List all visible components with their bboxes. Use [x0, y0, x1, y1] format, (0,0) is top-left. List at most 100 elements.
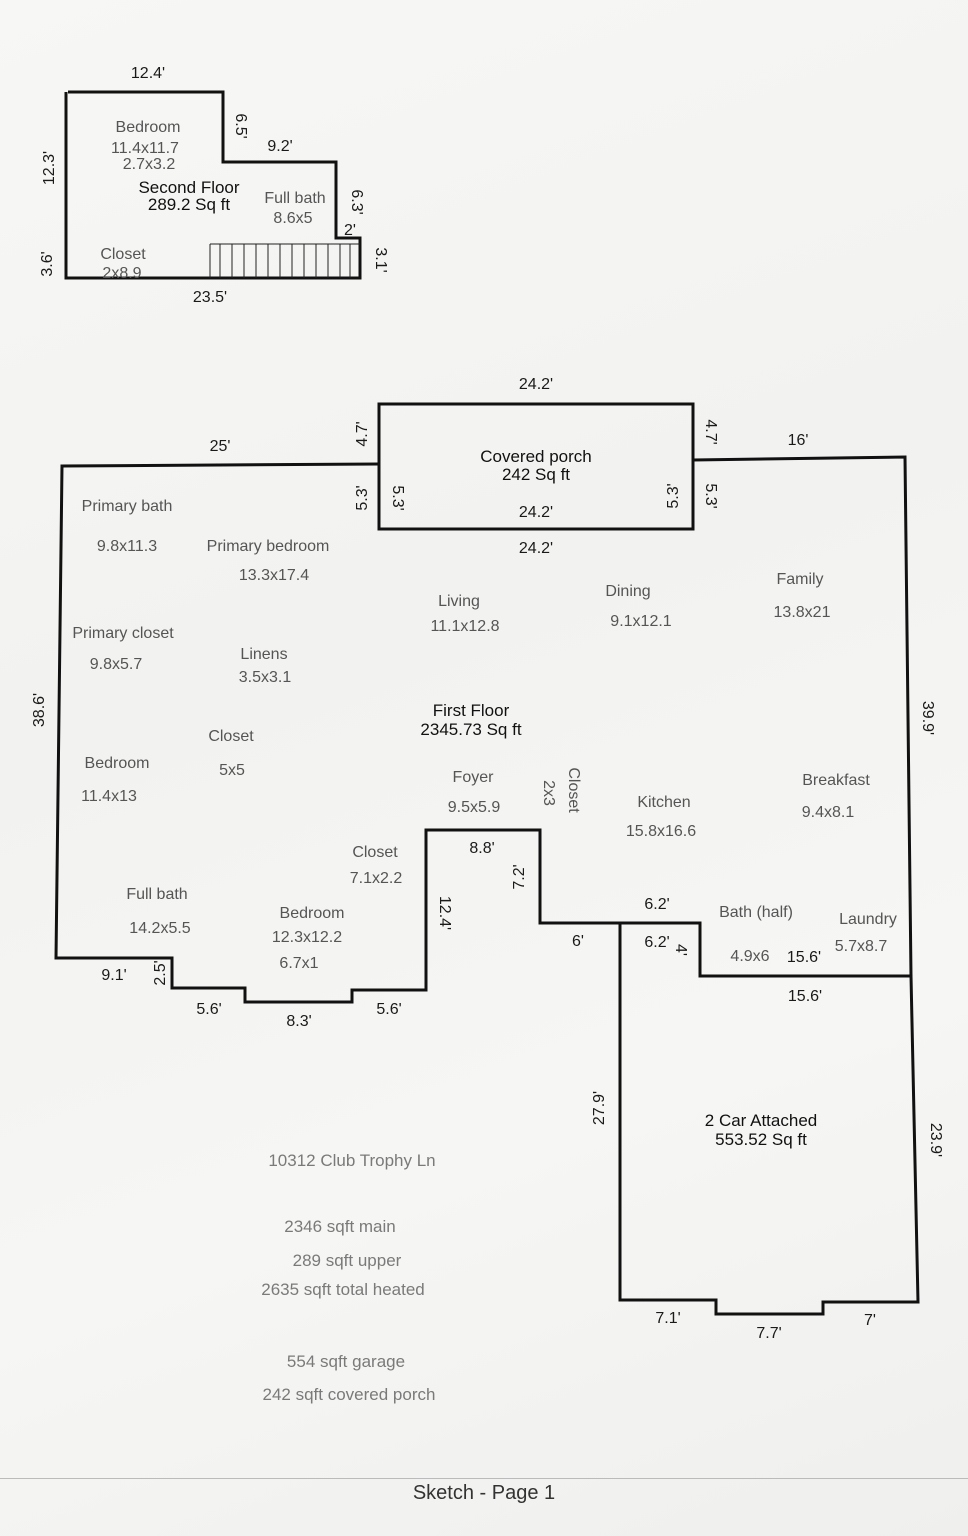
room-laundry-dims: 5.7x8.7: [835, 938, 888, 955]
dim-garage-bottom-left: 7.1': [655, 1310, 680, 1327]
dim-first-step-a: 2.5': [152, 960, 169, 985]
room-primary-bath: Primary bath: [82, 498, 173, 515]
dim-porch-right-outer-lower: 5.3': [702, 483, 719, 508]
dim-first-right: 39.9': [919, 701, 936, 735]
room-closet-b-dims: 2x3: [540, 780, 557, 806]
dim-second-notch-h: 9.2': [267, 138, 292, 155]
second-full-bath-dims: 8.6x5: [273, 210, 312, 227]
room-dining: Dining: [605, 583, 650, 600]
porch-area: 242 Sq ft: [502, 465, 570, 484]
dim-first-bath-top: 6.2': [644, 896, 669, 913]
dim-second-top: 12.4': [131, 65, 165, 82]
note-garage: 554 sqft garage: [287, 1352, 405, 1371]
dim-porch-right-outer-upper: 4.7': [702, 419, 719, 444]
room-bedroom-b: Bedroom: [280, 905, 345, 922]
room-foyer: Foyer: [453, 769, 495, 786]
dim-porch-right-inner: 5.3': [665, 483, 682, 508]
dim-second-bottom: 23.5': [193, 289, 227, 306]
dim-porch-inner-bottom: 24.2': [519, 504, 553, 521]
footer-divider: [0, 1478, 968, 1479]
room-bedroom-a-dims: 11.4x13: [81, 788, 137, 805]
room-primary-closet: Primary closet: [72, 625, 174, 642]
dim-porch-left-inner: 5.3': [389, 485, 406, 510]
dim-garage-left: 27.9': [591, 1091, 608, 1125]
room-family-dims: 13.8x21: [774, 604, 831, 621]
staircase: [209, 243, 360, 278]
room-closet-b: Closet: [565, 767, 582, 813]
porch-title: Covered porch: [480, 447, 592, 466]
property-notes: 10312 Club Trophy Ln 2346 sqft main 289 …: [261, 1151, 435, 1404]
dim-first-bath-step: 4': [672, 944, 689, 956]
note-upper: 289 sqft upper: [293, 1251, 402, 1270]
note-address: 10312 Club Trophy Ln: [268, 1151, 435, 1170]
room-laundry: Laundry: [839, 911, 897, 928]
dim-second-left-lower: 3.6': [39, 251, 56, 276]
room-living: Living: [438, 593, 480, 610]
garage-title: 2 Car Attached: [705, 1111, 817, 1130]
garage-plan: 2 Car Attached 553.52 Sq ft 27.9' 23.9' …: [591, 923, 944, 1342]
room-bath-half: Bath (half): [719, 904, 793, 921]
room-breakfast-dims: 9.4x8.1: [802, 804, 855, 821]
dim-first-top-right: 16': [788, 432, 809, 449]
garage-outline: [618, 923, 920, 1316]
first-floor-plan: First Floor 2345.73 Sq ft Primary bath 9…: [31, 432, 936, 1030]
dim-porch-left-outer-upper: 4.7': [354, 421, 371, 446]
room-full-bath: Full bath: [126, 886, 187, 903]
room-primary-bedroom: Primary bedroom: [207, 538, 330, 555]
porch-lower-line: [377, 460, 695, 531]
room-living-dims: 11.1x12.8: [430, 618, 499, 635]
dim-first-bottom-left: 9.1': [101, 967, 126, 984]
second-bedroom-label: Bedroom: [116, 119, 181, 136]
room-foyer-dims: 9.5x5.9: [448, 799, 501, 816]
room-breakfast: Breakfast: [802, 772, 870, 789]
dim-garage-bottom-right: 7': [864, 1312, 876, 1329]
dim-first-foyer-right: 7.2': [511, 864, 528, 889]
room-closet-c: Closet: [352, 844, 398, 861]
room-primary-bedroom-dims: 13.3x17.4: [239, 567, 309, 584]
room-primary-bath-dims: 9.8x11.3: [97, 538, 157, 555]
first-floor-area: 2345.73 Sq ft: [420, 720, 521, 739]
second-floor-title: Second Floor: [138, 178, 239, 197]
room-linens-dims: 3.5x3.1: [239, 669, 292, 686]
dim-first-top-left: 25': [210, 438, 231, 455]
dim-first-foyer-vertical: 12.4': [436, 896, 453, 930]
dim-porch-left-outer-lower: 5.3': [354, 485, 371, 510]
dim-porch-top: 24.2': [519, 376, 553, 393]
dim-second-step: 2': [344, 222, 356, 239]
second-closet-dims: 2x8.9: [102, 265, 141, 282]
dim-garage-bottom-mid: 7.7': [756, 1325, 781, 1342]
note-porch: 242 sqft covered porch: [263, 1385, 436, 1404]
second-floor-outline: [64, 90, 362, 280]
first-floor-title: First Floor: [433, 701, 510, 720]
second-floor-plan: Bedroom 11.4x11.7 2.7x3.2 Second Floor 2…: [39, 65, 389, 306]
room-bath-half-dims: 4.9x6: [730, 948, 769, 965]
dim-first-bath-left: 6.2': [644, 934, 669, 951]
room-bedroom-b-dims: 12.3x12.2: [272, 929, 342, 946]
dim-second-notch-v: 6.5': [232, 113, 249, 138]
dim-first-bath-bottom-inner: 15.6': [787, 949, 821, 966]
dim-first-foyer-top: 8.8': [469, 840, 494, 857]
second-floor-area: 289.2 Sq ft: [148, 195, 231, 214]
second-bedroom-dims: 11.4x11.7: [111, 140, 179, 157]
room-closet-a-dims: 5x5: [219, 762, 245, 779]
dim-garage-right: 23.9': [927, 1123, 944, 1157]
dim-first-bath-bottom: 15.6': [788, 988, 822, 1005]
room-dining-dims: 9.1x12.1: [610, 613, 671, 630]
dim-first-kitchen-bottom: 6': [572, 933, 584, 950]
room-bedroom-a: Bedroom: [85, 755, 150, 772]
second-full-bath-label: Full bath: [264, 190, 325, 207]
room-full-bath-dims: 14.2x5.5: [129, 920, 190, 937]
porch-outline: [377, 402, 695, 464]
covered-porch-plan: Covered porch 242 Sq ft 24.2' 24.2' 24.2…: [354, 376, 719, 557]
note-main: 2346 sqft main: [284, 1217, 396, 1236]
dim-first-bottom-d: 5.6': [376, 1001, 401, 1018]
room-closet-a: Closet: [208, 728, 254, 745]
room-primary-closet-dims: 9.8x5.7: [90, 656, 143, 673]
dim-first-left: 38.6': [31, 693, 48, 727]
second-closet-label: Closet: [100, 246, 146, 263]
garage-area: 553.52 Sq ft: [715, 1130, 807, 1149]
dim-second-right-upper: 6.3': [348, 189, 365, 214]
dim-first-bottom-b: 5.6': [196, 1001, 221, 1018]
room-kitchen-dims: 15.8x16.6: [626, 823, 696, 840]
